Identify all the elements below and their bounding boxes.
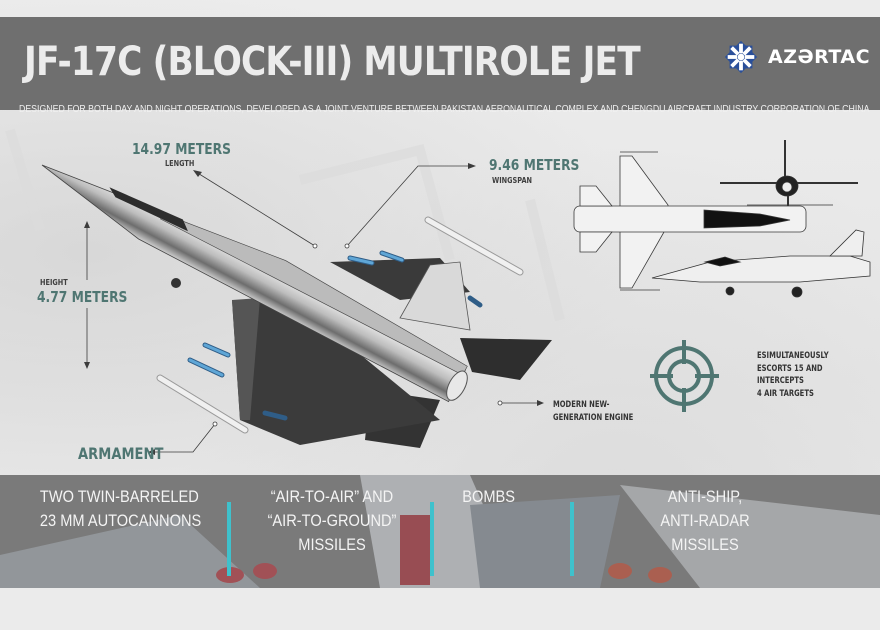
height-value: 4.77 METERS — [37, 288, 128, 306]
crosshair-icon — [650, 340, 719, 412]
jet-front-view-drawing — [720, 140, 858, 206]
azertac-star-icon — [724, 40, 758, 74]
jet-top-view-drawing — [573, 151, 807, 291]
divider — [430, 502, 434, 576]
jet-3d-render — [41, 164, 552, 448]
page-subtitle: DESIGNED FOR BOTH DAY AND NIGHT OPERATIO… — [19, 103, 870, 115]
length-value: 14.97 METERS — [132, 140, 231, 158]
length-label: LENGTH — [165, 159, 195, 168]
footer-strip — [0, 588, 880, 630]
logo-text: AZƏRTAC — [768, 46, 871, 68]
armament-item-missiles: “AIR-TO-AIR” AND “AIR-TO-GROUND” MISSILE… — [267, 487, 397, 554]
armament-item-bombs: BOMBS — [462, 487, 516, 506]
divider — [570, 502, 574, 576]
height-label: HEIGHT — [40, 278, 68, 287]
jet-side-view-drawing — [651, 229, 871, 298]
armament-background-photo — [0, 475, 880, 588]
engine-callout: MODERN NEW- GENERATION ENGINE — [553, 400, 634, 423]
wingspan-value: 9.46 METERS — [489, 156, 580, 174]
azertac-logo: AZƏRTAC — [722, 38, 870, 76]
divider — [227, 502, 231, 576]
armament-item-autocannons: TWO TWIN-BARRELED 23 MM AUTOCANNONS — [39, 487, 202, 530]
armament-band: TWO TWIN-BARRELED 23 MM AUTOCANNONS “AIR… — [0, 475, 880, 588]
armament-item-anti-ship-radar: ANTI-SHIP, ANTI-RADAR MISSILES — [660, 487, 750, 554]
wingspan-label: WINGSPAN — [492, 176, 533, 185]
targets-callout: ESIMULTANEOUSLY ESCORTS 15 AND INTERCEPT… — [757, 351, 829, 399]
page-title: JF-17C (BLOCK-III) MULTIROLE JET — [24, 39, 641, 85]
armament-heading: ARMAMENT — [78, 444, 164, 463]
